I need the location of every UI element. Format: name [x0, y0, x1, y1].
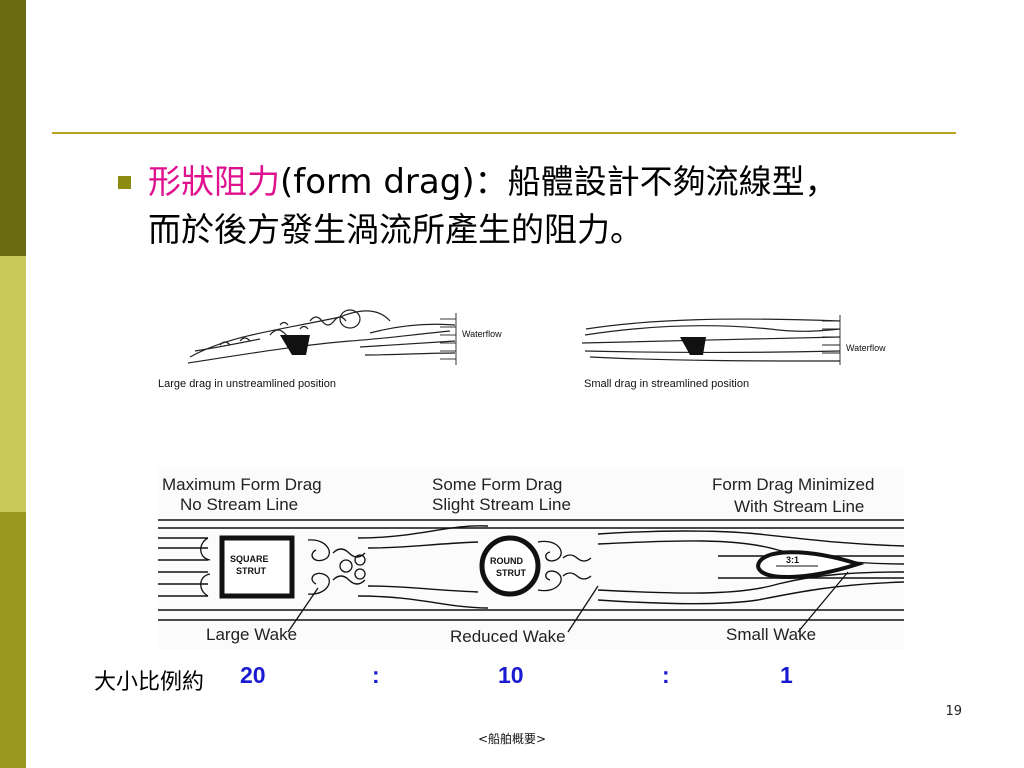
wake-label-large: Large Wake — [206, 625, 297, 644]
strut-form-drag-drawing: Maximum Form Drag No Stream Line Some Fo… — [158, 475, 905, 646]
wake-label-small: Small Wake — [726, 625, 816, 644]
streamlined-swimmer-graphic — [581, 318, 841, 362]
wake-pointers — [287, 571, 849, 633]
caption-small-drag: Small drag in streamlined position — [584, 378, 749, 390]
heading-slight-stream: Slight Stream Line — [432, 495, 571, 514]
waterflow-arrows-left — [440, 313, 457, 365]
title-divider — [52, 132, 956, 134]
line1-rest-text: ：船體設計不夠流線型， — [474, 162, 838, 201]
swimmer-body-left — [280, 335, 310, 355]
bullet-line-2: 而於後方發生渦流所產生的阻力。 — [148, 210, 643, 249]
sidebar-band-dark — [0, 0, 26, 256]
waterflow-label-right: Waterflow — [846, 343, 886, 353]
term-text: (form drag) — [280, 162, 475, 202]
heading-no-stream: No Stream Line — [180, 495, 298, 514]
slide-footer: <船舶概要> — [477, 732, 547, 746]
waterflow-label-left: Waterflow — [462, 329, 502, 339]
heading-max-drag: Maximum Form Drag — [162, 475, 322, 494]
heading-min-drag: Form Drag Minimized — [712, 475, 874, 494]
keyword-text: 形狀阻力 — [148, 162, 280, 201]
ratio-label: 大小比例約 — [94, 670, 205, 695]
ratio-value-3: 1 — [780, 662, 793, 688]
bullet-square-icon — [118, 176, 131, 189]
round-strut-label-1: ROUND — [490, 556, 523, 566]
square-strut-label-1: SQUARE — [230, 554, 269, 564]
round-strut-vortices — [537, 540, 592, 592]
streamlined-foil-shape — [755, 550, 865, 580]
round-strut-shape — [479, 535, 541, 597]
round-strut-label-2: STRUT — [496, 568, 526, 578]
flow-lines — [158, 519, 905, 621]
ratio-value-2: 10 — [498, 662, 524, 688]
drag-ratio-row: 大小比例約 20 : 10 : 1 — [94, 662, 854, 695]
ratio-separator-2: : — [662, 662, 670, 688]
heading-with-stream: With Stream Line — [734, 497, 864, 516]
ratio-value-1: 20 — [240, 662, 266, 688]
ratio-separator-1: : — [372, 662, 380, 688]
swimmer-body-right — [680, 337, 706, 355]
sidebar-band-light — [0, 256, 26, 512]
caption-large-drag: Large drag in unstreamlined position — [158, 378, 336, 390]
page-number: 19 — [945, 704, 962, 719]
sidebar-band-mid — [0, 512, 26, 768]
swimmer-drag-figure: Waterflow Waterflow Large drag in unstre… — [150, 295, 910, 405]
unstreamlined-swimmer-graphic — [187, 309, 456, 364]
square-strut-vortices — [200, 537, 366, 597]
foil-ratio-label: 3:1 — [786, 555, 799, 565]
square-strut-shape — [219, 535, 295, 599]
strut-form-drag-figure: Maximum Form Drag No Stream Line Some Fo… — [158, 468, 905, 650]
swimmer-drag-drawing: Waterflow Waterflow Large drag in unstre… — [158, 309, 886, 390]
bullet-line-1: 形狀阻力(form drag)：船體設計不夠流線型， — [148, 160, 838, 204]
wake-label-reduced: Reduced Wake — [450, 627, 566, 646]
square-strut-label-2: STRUT — [236, 566, 266, 576]
waterflow-arrows-right — [822, 315, 841, 365]
heading-some-drag: Some Form Drag — [432, 475, 562, 494]
